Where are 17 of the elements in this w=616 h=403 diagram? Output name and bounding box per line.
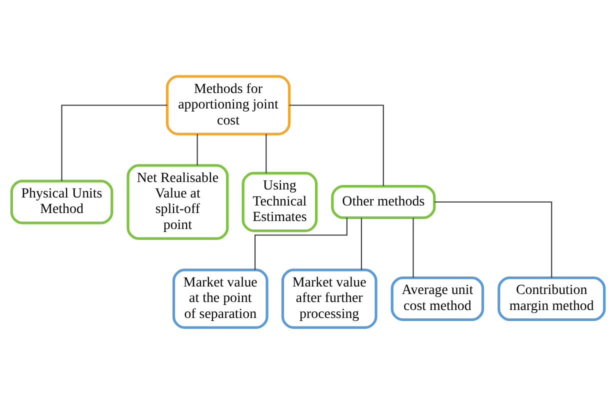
connector (266, 134, 267, 173)
node-box: Market value after further processing (281, 268, 378, 328)
node-box: Using Technical Estimates (242, 171, 318, 232)
node-box: Contribution margin method (498, 276, 606, 320)
connector (360, 217, 362, 270)
connector (412, 217, 414, 278)
connector (434, 200, 552, 278)
node-box: Market value at the point of separation (172, 268, 268, 328)
node-box: Methods for apportioning joint cost (166, 74, 291, 135)
node-box: Other methods (331, 184, 436, 218)
connector (289, 104, 384, 186)
connector (196, 134, 198, 165)
node-box: Net Realisable Value at split-off point (126, 164, 229, 240)
connector (61, 104, 168, 180)
node-box: Physical Units Method (10, 179, 114, 224)
node-box: Average unit cost method (390, 276, 484, 320)
connector (254, 217, 348, 270)
